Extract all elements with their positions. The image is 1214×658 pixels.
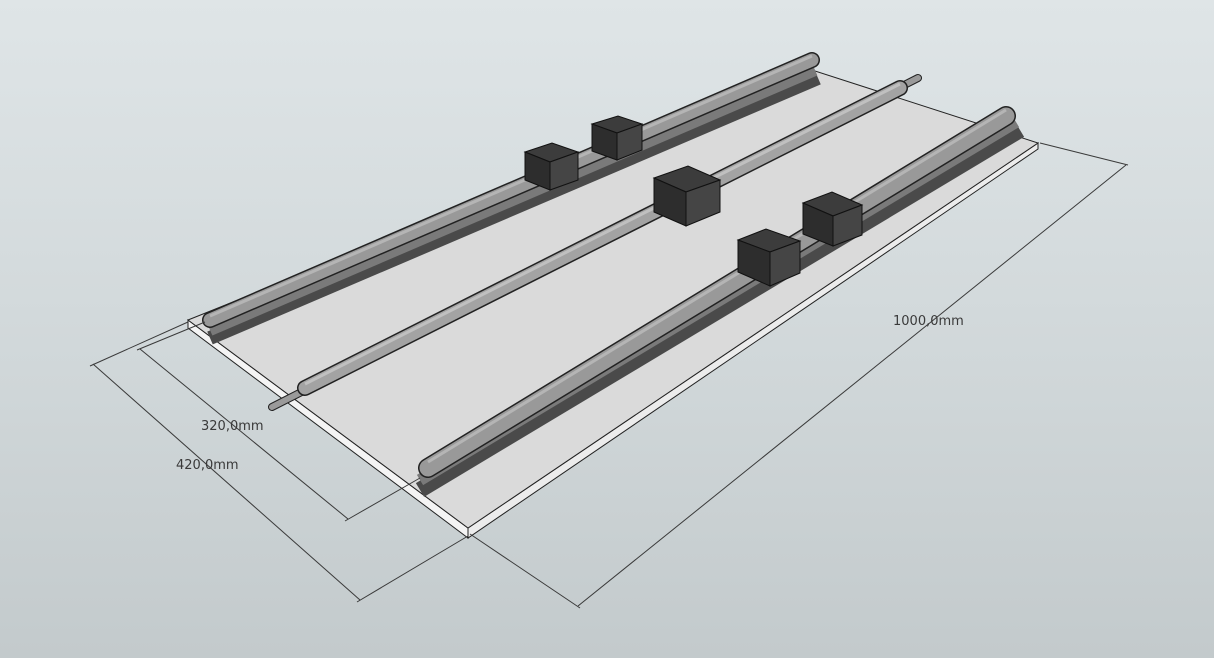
right-linear-rail [415,106,1025,497]
outer-width-dimension-label: 420,0mm [176,458,239,473]
bearing-block [590,115,644,161]
center-lead-screw [268,74,922,411]
left-linear-rail [202,52,821,345]
bearing-block [652,165,722,227]
bearing-block [736,228,802,287]
inner-width-dimension-label: 320,0mm [201,419,264,434]
length-dimension-label: 1000,0mm [893,314,964,329]
bearing-block [801,191,864,247]
dimension-lines [89,142,1129,609]
bearing-block [523,142,580,191]
